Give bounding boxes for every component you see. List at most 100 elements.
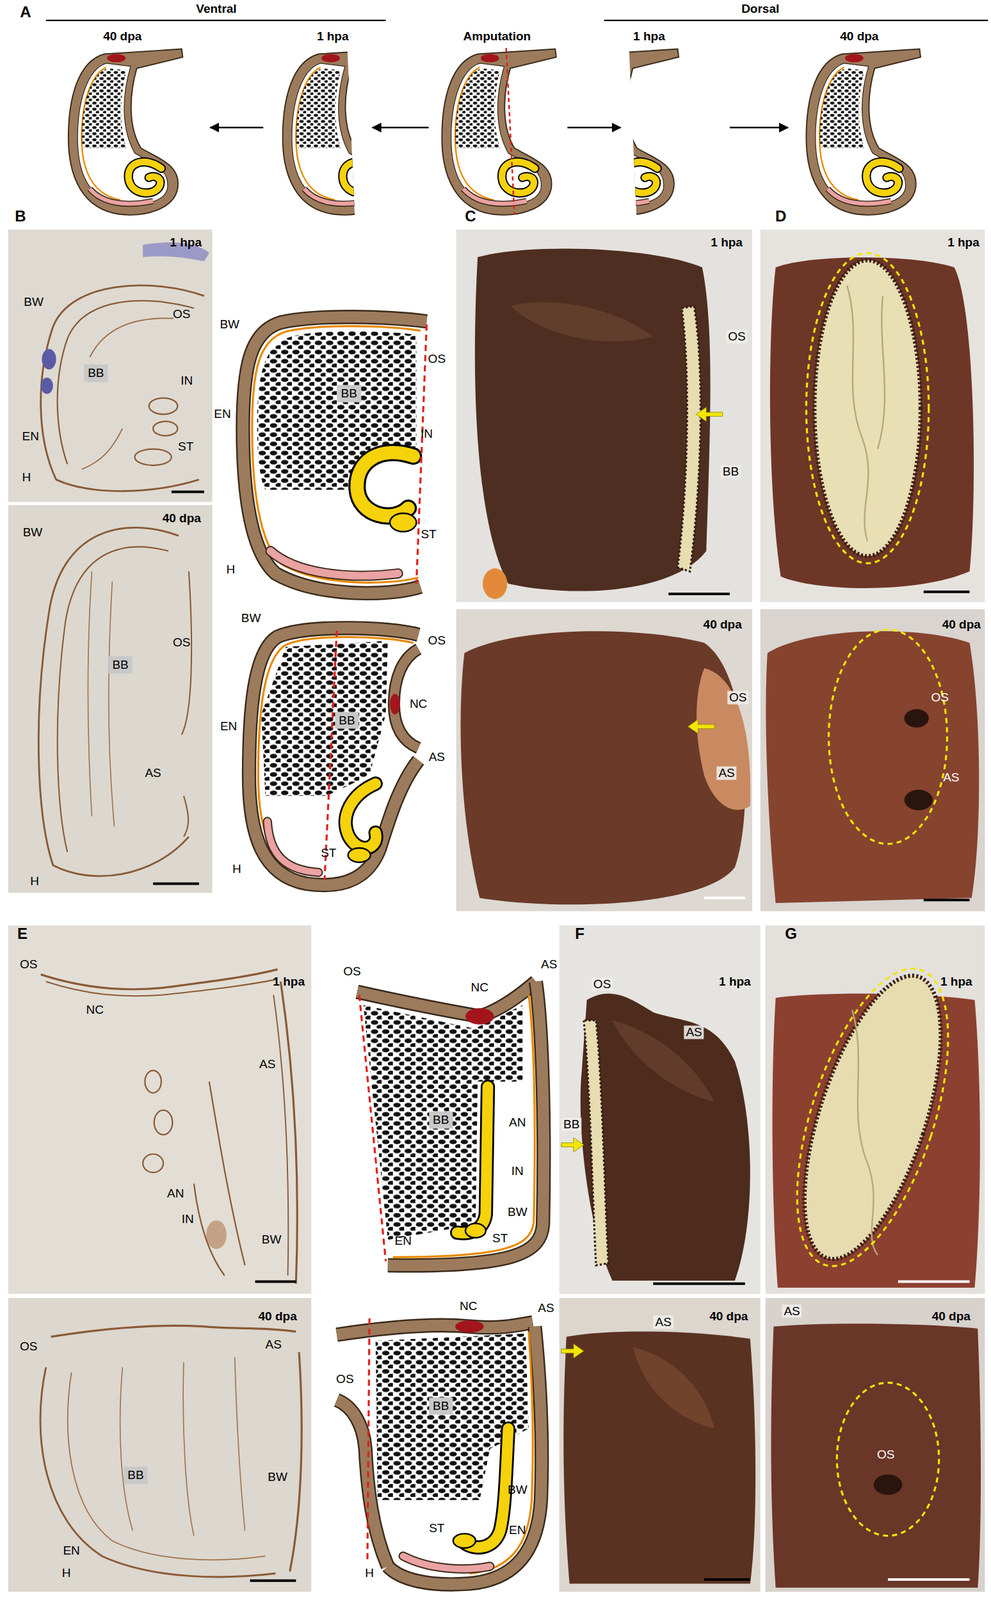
specimen-photo <box>652 1282 745 1286</box>
histology-section <box>8 229 213 894</box>
specimen-photo <box>836 1382 939 1536</box>
histology-section <box>142 1154 164 1173</box>
specimen-photo <box>482 568 508 600</box>
structure-label: IN <box>511 1165 524 1179</box>
specimen-photo <box>765 1298 986 1593</box>
panel-a <box>729 126 789 129</box>
specimen-photo <box>765 925 986 1295</box>
structure-label: EN <box>62 1544 80 1559</box>
structure-label: H <box>225 562 235 577</box>
structure-label: BB <box>720 464 741 479</box>
specimen-photo <box>760 229 986 912</box>
specimen-photo <box>696 668 751 810</box>
structure-label: AS <box>265 1338 282 1353</box>
schematic <box>387 1327 542 1586</box>
panel-heading: 1 hpa <box>633 30 666 44</box>
specimen-photo <box>873 1474 903 1496</box>
structure-label: IN <box>180 373 193 388</box>
schematic <box>261 640 388 796</box>
schematic <box>387 1327 542 1586</box>
histology-section <box>290 1352 302 1573</box>
panel-heading: 40 dpa <box>839 30 879 44</box>
panel-a <box>564 49 680 216</box>
structure-label: EN <box>508 1524 526 1538</box>
structure-label: BW <box>23 295 44 309</box>
panel-letter: G <box>784 925 798 943</box>
panel-heading: Amputation <box>463 30 532 44</box>
structure-label: H <box>364 1567 374 1581</box>
specimen-photo <box>510 302 653 342</box>
specimen-photo <box>561 1344 584 1359</box>
structure-label: AS <box>683 1026 704 1040</box>
panel-a <box>805 49 921 216</box>
panel-a <box>564 49 680 216</box>
specimen-photo <box>559 925 761 1593</box>
schematic <box>363 1005 524 1241</box>
specimen-photo <box>770 1323 981 1589</box>
structure-label: AS <box>540 957 557 972</box>
structure-label: OS <box>19 1340 38 1354</box>
structure-label: BB <box>334 711 359 730</box>
histology-section <box>206 1220 227 1250</box>
schematic <box>464 1428 509 1548</box>
structure-label: OS <box>172 307 191 322</box>
specimen-photo <box>563 1332 756 1585</box>
schematic <box>324 630 337 880</box>
panel-heading: 40 dpa <box>103 30 142 44</box>
histology-section <box>51 1325 297 1337</box>
specimen-photo <box>814 260 921 557</box>
structure-label: EN <box>22 430 40 444</box>
specimen-photo <box>612 1020 715 1103</box>
specimen-photo <box>456 229 753 603</box>
histology-section <box>81 318 174 470</box>
schematic <box>393 995 535 1258</box>
panel-a <box>604 19 988 22</box>
structure-label: BB <box>337 385 362 403</box>
specimen-photo <box>765 925 986 1593</box>
specimen-photo <box>704 1578 751 1582</box>
structure-label: OS <box>343 964 361 979</box>
structure-label: OS <box>931 691 949 705</box>
structure-label: ST <box>177 440 194 454</box>
structure-label: AS <box>537 1301 554 1315</box>
specimen-photo <box>765 631 979 904</box>
structure-label: IN <box>420 427 433 441</box>
specimen-photo <box>760 229 986 603</box>
panel-a <box>68 49 184 216</box>
specimen-photo <box>583 1020 609 1266</box>
schematic <box>336 1322 533 1335</box>
schematic <box>455 1320 484 1333</box>
histology-section <box>193 1081 246 1276</box>
panel-a <box>441 49 557 216</box>
panel-a <box>805 49 921 216</box>
schematic <box>270 551 398 577</box>
panel-a <box>282 49 398 216</box>
specimen-photo <box>475 249 711 592</box>
panel-letter: C <box>464 208 476 225</box>
structure-label: AN <box>167 1187 184 1201</box>
panel-a <box>567 126 621 129</box>
schematic <box>267 821 319 873</box>
schematic <box>242 316 427 594</box>
histology-section <box>8 505 213 894</box>
panel-heading: 1 hpa <box>316 30 349 44</box>
structure-label: BB <box>123 1467 148 1485</box>
structure-label: OS <box>428 352 446 367</box>
histology-section <box>40 377 54 395</box>
specimen-photo <box>887 1578 970 1582</box>
panel-a <box>68 49 184 216</box>
panel-a <box>506 48 515 215</box>
structure-label: AN <box>508 1115 526 1130</box>
timepoint-label: 40 dpa <box>709 1309 748 1324</box>
schematic <box>357 452 414 516</box>
panel-letter: A <box>19 3 31 21</box>
structure-label: BB <box>561 1117 582 1132</box>
timepoint-label: 1 hpa <box>718 974 751 989</box>
schematic <box>336 1400 388 1568</box>
panel-a <box>209 126 264 129</box>
schematic <box>464 1428 509 1548</box>
panel-letter: D <box>775 208 787 225</box>
structure-label: NC <box>86 1003 104 1018</box>
